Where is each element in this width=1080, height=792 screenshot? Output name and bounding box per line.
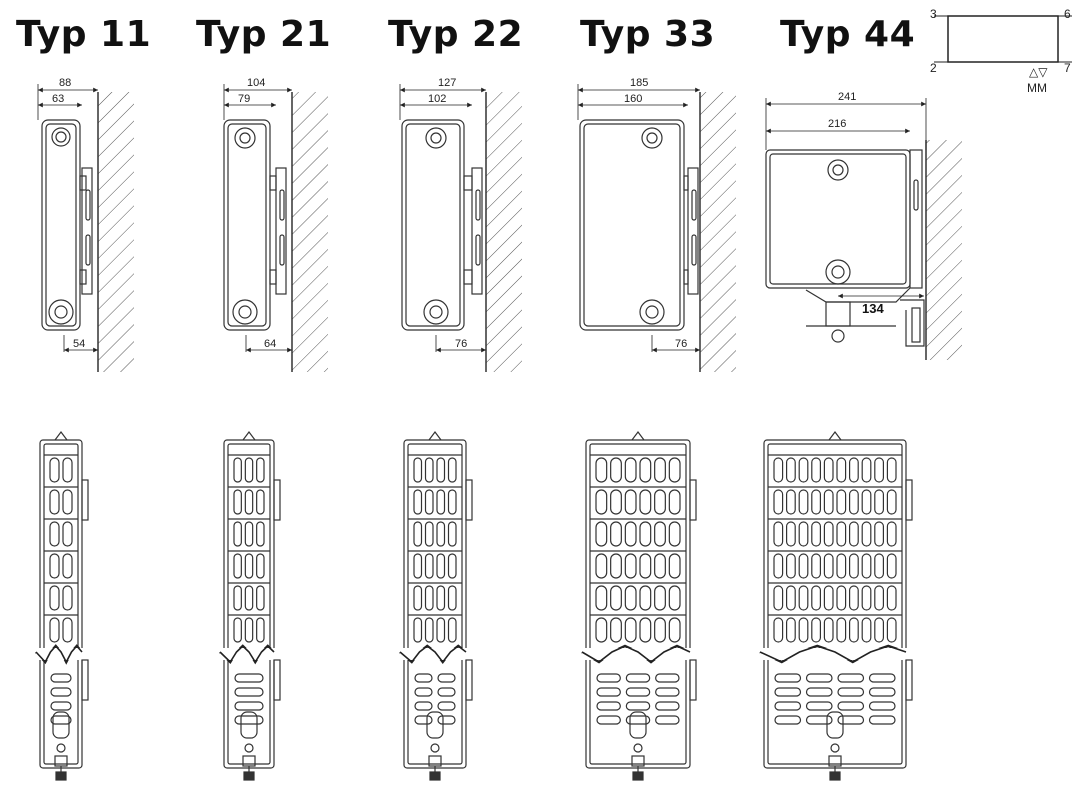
wall-hatch-21: [291, 92, 328, 372]
outer-depth-33: 185: [630, 77, 648, 89]
dims-44: [765, 98, 927, 299]
inner-depth-22: 102: [428, 93, 446, 105]
front-view-44: [759, 431, 913, 781]
side-view-11: [41, 119, 93, 331]
type-title-11: Typ 11: [16, 14, 152, 55]
side-view-21: [223, 119, 287, 331]
outer-depth-11: 88: [59, 77, 71, 89]
side-view-22: [401, 119, 483, 331]
bottom-dim-22: 76: [455, 338, 467, 350]
legend-box: 3 6 2 7 △▽ MM: [930, 7, 1072, 95]
dims-21: [223, 84, 292, 353]
bottom-dim-44: 134: [862, 301, 884, 316]
bottom-dim-33: 76: [675, 338, 687, 350]
dims-22: [399, 84, 486, 353]
inner-depth-33: 160: [624, 93, 642, 105]
inner-depth-21: 79: [238, 93, 250, 105]
outer-depth-44: 241: [838, 91, 856, 103]
bottom-dim-11: 54: [73, 338, 85, 350]
wall-hatch-44: [925, 140, 962, 360]
bottom-dim-21: 64: [264, 338, 276, 350]
dims-33: [577, 84, 700, 353]
inner-depth-11: 63: [52, 93, 64, 105]
dims-11: [37, 84, 98, 353]
legend-arrows: △▽: [1029, 65, 1048, 79]
outer-depth-21: 104: [247, 77, 265, 89]
wall-hatch-33: [699, 92, 736, 372]
type-title-33: Typ 33: [580, 14, 716, 55]
legend-c7: 7: [1064, 61, 1071, 75]
outer-depth-22: 127: [438, 77, 456, 89]
front-view-33: [581, 431, 697, 781]
type-title-22: Typ 22: [388, 14, 524, 55]
wall-hatch-22: [485, 92, 522, 372]
front-view-11: [35, 431, 89, 781]
front-view-22: [399, 431, 473, 781]
type-title-21: Typ 21: [196, 14, 332, 55]
type-title-44: Typ 44: [780, 14, 916, 55]
legend-c3: 3: [930, 7, 937, 21]
legend-c6: 6: [1064, 7, 1071, 21]
legend-c2: 2: [930, 61, 937, 75]
inner-depth-44: 216: [828, 118, 846, 130]
front-view-21: [219, 431, 281, 781]
legend-mm: MM: [1027, 81, 1047, 95]
wall-hatch-11: [97, 92, 134, 372]
side-view-33: [579, 119, 699, 331]
side-view-44: [765, 149, 925, 347]
